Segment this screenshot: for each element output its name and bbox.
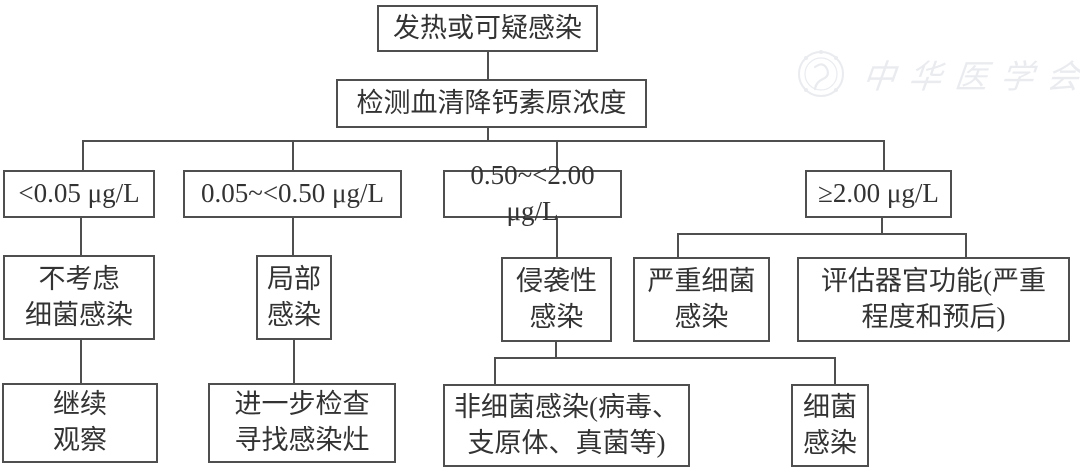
edge-ge200-down [881, 218, 883, 233]
node-assess-organ-function: 评估器官功能(严重 程度和预后) [797, 257, 1070, 342]
edge-ge200-split-bus [677, 233, 967, 235]
edge-050-200-to-invasive [556, 218, 558, 257]
edge-split-to-non-bacterial [494, 357, 496, 384]
cma-emblem-icon [798, 50, 844, 97]
edge-bus-to-lt005 [82, 140, 84, 170]
node-range-0.50-2.00: 0.50~<2.00 μg/L [443, 160, 622, 226]
node-bacterial-infection: 细菌 感染 [791, 384, 869, 467]
node-further-exam-find-focus: 进一步检查 寻找感染灶 [208, 383, 396, 463]
cma-watermark: 中华医学会 [795, 38, 1080, 110]
edge-005-050-to-local [292, 218, 294, 255]
edge-bus-to-050-200 [556, 140, 558, 170]
edge-invasive-split-bus [494, 357, 836, 359]
node-fever-or-suspected-infection: 发热或可疑感染 [377, 5, 598, 52]
edge-invasive-down [555, 342, 557, 357]
edge-split-to-bacterial [834, 357, 836, 384]
node-invasive-infection: 侵袭性 感染 [501, 257, 612, 342]
edge-fever-to-test [487, 52, 489, 79]
edge-bus-to-ge200 [883, 140, 885, 170]
node-range-0.05-0.50: 0.05~<0.50 μg/L [183, 170, 402, 218]
node-range-lt-0.05: <0.05 μg/L [3, 170, 155, 218]
node-non-bacterial-infection: 非细菌感染(病毒、 支原体、真菌等) [443, 384, 690, 467]
edge-no-bacterial-to-observe [80, 340, 82, 383]
edge-split-to-severe [677, 233, 679, 257]
node-local-infection: 局部 感染 [256, 255, 332, 340]
cma-watermark-text: 中华医学会 [860, 60, 1080, 96]
edge-split-to-assess-organ [965, 233, 967, 257]
node-severe-bacterial-infection: 严重细菌 感染 [633, 257, 770, 342]
edge-local-to-further-exam [293, 340, 295, 383]
node-continue-observation: 继续 观察 [2, 383, 158, 463]
edge-lt005-to-no-bacterial [80, 218, 82, 255]
edge-test-down [487, 128, 489, 140]
edge-bus-to-005-050 [292, 140, 294, 170]
node-range-ge-2.00: ≥2.00 μg/L [805, 170, 952, 218]
node-no-bacterial-infection: 不考虑 细菌感染 [3, 255, 155, 340]
edge-branch-bus [82, 140, 885, 142]
node-test-serum-procalcitonin: 检测血清降钙素原浓度 [336, 79, 647, 128]
